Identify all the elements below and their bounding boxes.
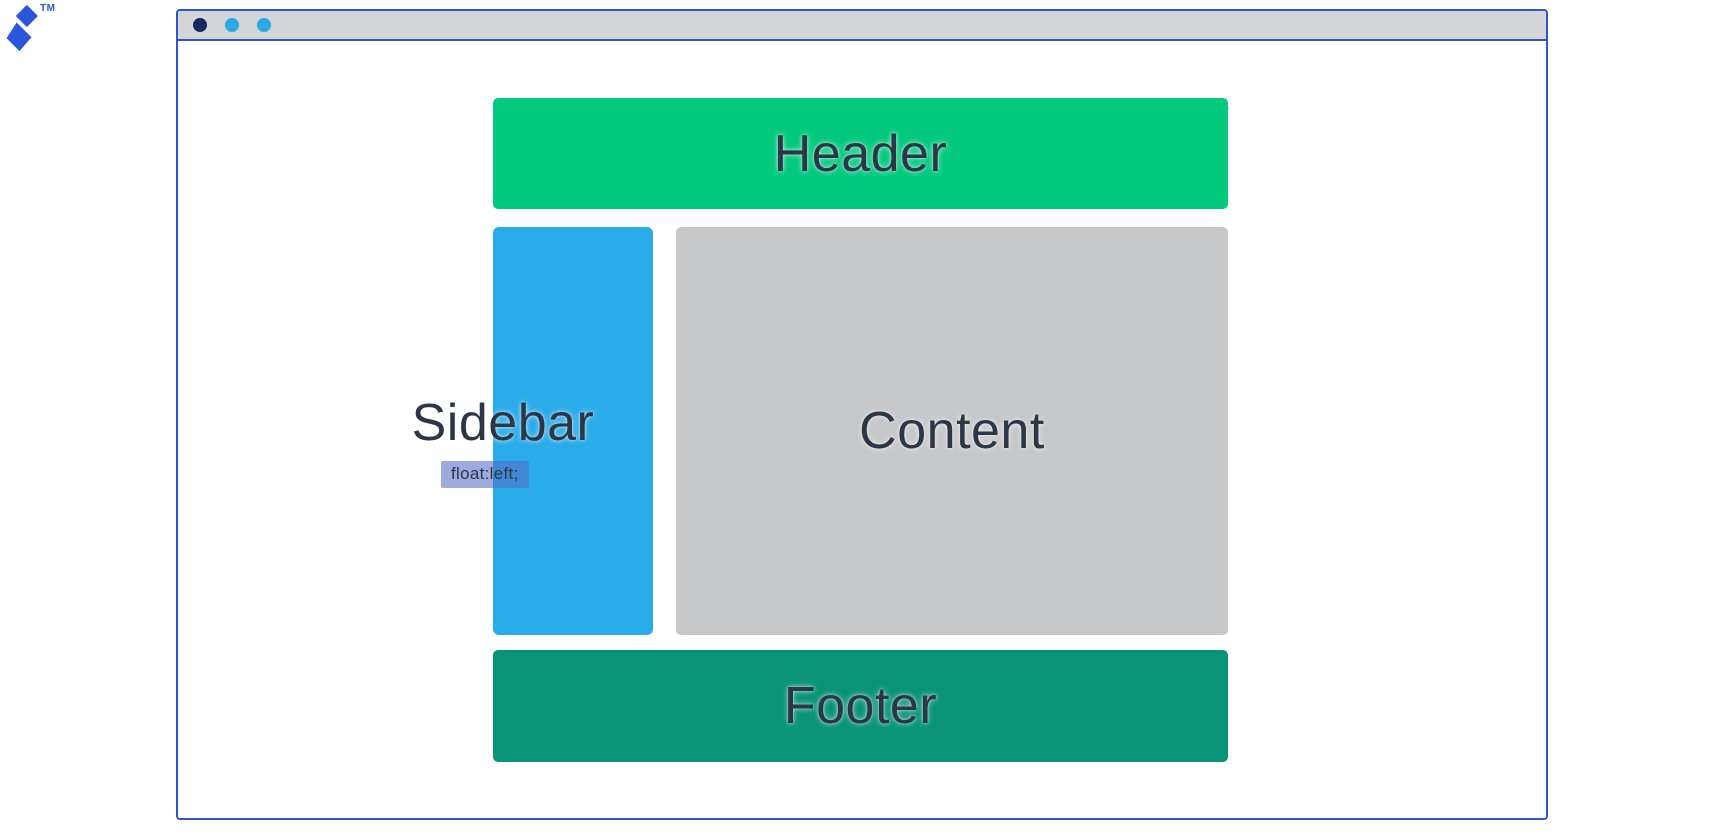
- float-left-css-rule-tag: float:left;: [441, 461, 529, 488]
- sidebar-block-label: Sidebar: [411, 394, 595, 452]
- window-dot-icon: [193, 18, 207, 32]
- content-block: Content: [676, 227, 1228, 635]
- window-dot-icon: [225, 18, 239, 32]
- trademark-symbol: TM: [40, 3, 56, 14]
- content-block-label: Content: [859, 402, 1045, 460]
- toptal-logo: TM: [6, 3, 58, 53]
- toptal-logo-icon: [6, 4, 38, 52]
- browser-window-mockup: Header Content Footer Sidebar float:left…: [176, 9, 1548, 820]
- header-block-label: Header: [773, 124, 948, 183]
- footer-block-label: Footer: [783, 677, 938, 735]
- footer-block: Footer: [493, 650, 1228, 762]
- browser-titlebar: [178, 11, 1546, 41]
- header-block: Header: [493, 98, 1228, 209]
- browser-viewport: Header Content Footer Sidebar float:left…: [178, 41, 1546, 816]
- sidebar-block: [493, 227, 653, 635]
- window-dot-icon: [257, 18, 271, 32]
